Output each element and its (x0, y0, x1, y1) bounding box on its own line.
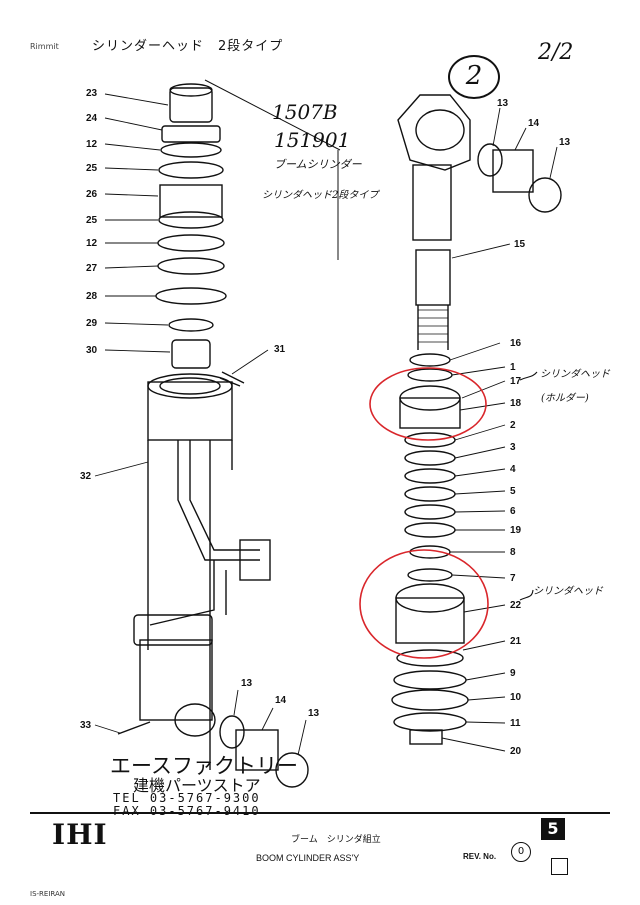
shop-tel: TEL 03-5767-9300 (113, 791, 261, 805)
shop-fax: FAX 03-5767-9410 (113, 804, 261, 818)
callout-14-right: 14 (528, 118, 540, 129)
handwritten-holder-2: (ホルダー) (541, 393, 589, 404)
callout-15: 15 (514, 239, 526, 250)
callout-32: 32 (80, 471, 92, 482)
callout-8: 8 (510, 547, 516, 558)
callout-19: 19 (510, 525, 522, 536)
callout-25: 25 (86, 163, 98, 174)
callout-21: 21 (510, 636, 522, 647)
callout-4: 4 (510, 464, 516, 475)
callout-9: 9 (510, 668, 516, 679)
callout-17: 17 (510, 376, 522, 387)
page-title: シリンダーヘッド 2段タイプ (92, 39, 284, 54)
corner-mark: Rimmit (30, 42, 59, 51)
shop-contacts: TEL 03-5767-9300 FAX 03-5767-9410 (113, 792, 261, 818)
callout-13-left: 13 (241, 678, 253, 689)
callout-22: 22 (510, 600, 522, 611)
callout-13b-left: 13 (308, 708, 320, 719)
callout-28: 28 (86, 291, 98, 302)
callout-1: 1 (510, 362, 516, 373)
callout-27: 27 (86, 263, 98, 274)
callout-26: 26 (86, 189, 98, 200)
assembly-title-en: BOOM CYLINDER ASS'Y (256, 853, 360, 863)
callout-23: 23 (86, 88, 98, 99)
callout-31: 31 (274, 344, 286, 355)
callout-5: 5 (510, 486, 516, 497)
shop-subtitle: 建機パーツストア (133, 776, 261, 795)
page-box: 5 (541, 818, 565, 840)
empty-square (551, 858, 568, 875)
callout-24: 24 (86, 113, 98, 124)
callout-6: 6 (510, 506, 516, 517)
handwritten-holder-1: シリンダヘッド (540, 369, 610, 380)
callout-13-right: 13 (497, 98, 509, 109)
rev-label: REV. No. (463, 852, 497, 861)
callout-14-left: 14 (275, 695, 287, 706)
handwritten-note-4: シリンダヘッド2段タイプ (262, 190, 379, 201)
callout-12: 12 (86, 139, 98, 150)
callout-12b: 12 (86, 238, 98, 249)
callout-25b: 25 (86, 215, 98, 226)
callout-13b-right: 13 (559, 137, 571, 148)
shop-name: エースファクトリー (110, 754, 298, 778)
callout-33: 33 (80, 720, 92, 731)
handwritten-note-3: ブームシリンダー (274, 158, 362, 171)
callout-20: 20 (510, 746, 522, 757)
callout-2: 2 (510, 420, 516, 431)
page-number: 2/2 (538, 40, 574, 65)
circled-number: 2 (448, 55, 500, 99)
callout-7: 7 (510, 573, 516, 584)
callout-11: 11 (510, 718, 521, 729)
bottom-code: IS-REIRAN (30, 890, 65, 898)
callout-30: 30 (86, 345, 98, 356)
callout-10: 10 (510, 692, 522, 703)
ihi-logo: IHI (52, 818, 108, 851)
callout-3: 3 (510, 442, 516, 453)
footer-divider (30, 812, 610, 814)
rev-number: 0 (511, 842, 531, 862)
callout-29: 29 (86, 318, 98, 329)
handwritten-note-2: 151901 (274, 128, 351, 152)
callout-16: 16 (510, 338, 522, 349)
assembly-title-jp: ブーム シリンダ組立 (291, 835, 381, 845)
handwritten-head: シリンダヘッド (533, 586, 603, 597)
callout-18: 18 (510, 398, 522, 409)
